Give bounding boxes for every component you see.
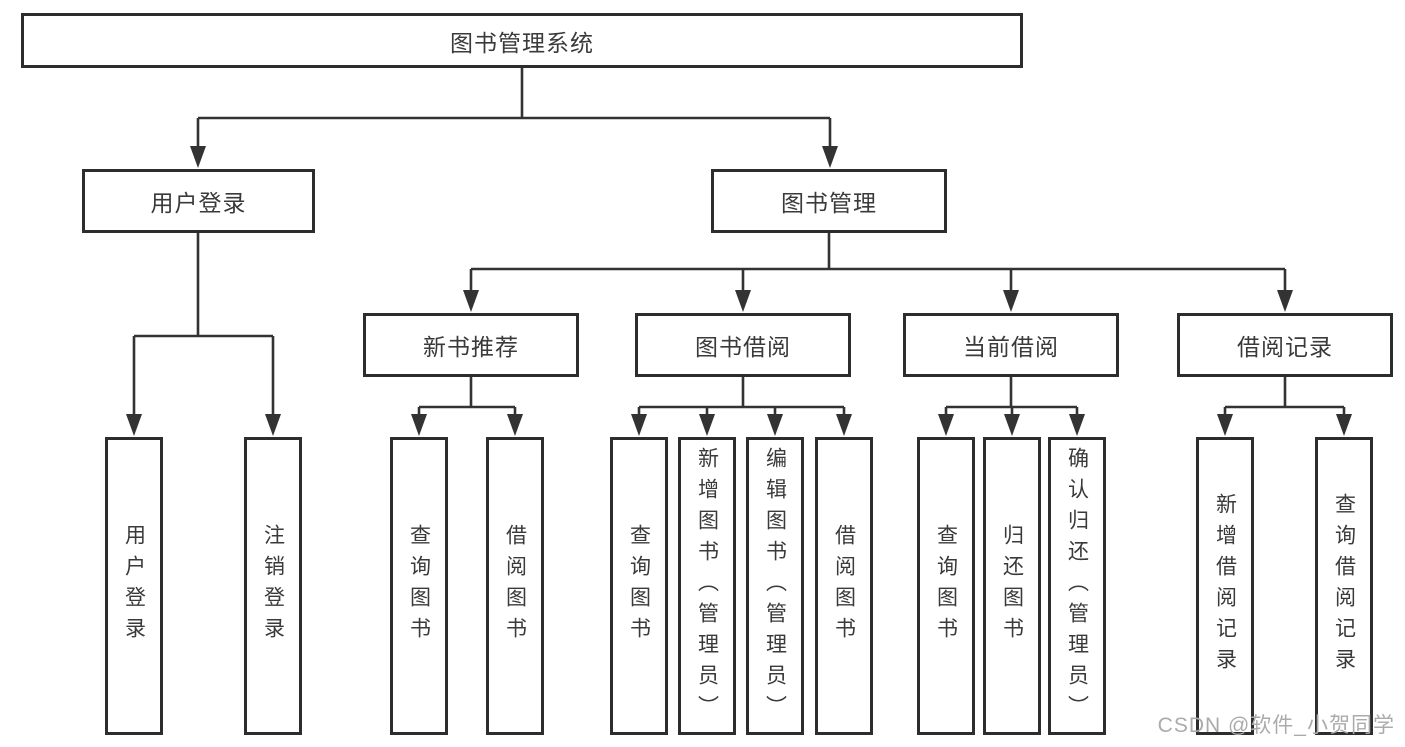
node-label: 查询图书: [627, 524, 651, 648]
leaf-return-books: 归还图书: [983, 437, 1041, 735]
node-book-borrow: 图书借阅: [635, 313, 851, 377]
node-label: 查询图书: [934, 524, 958, 648]
node-borrow-records: 借阅记录: [1177, 313, 1393, 377]
leaf-edit-books-admin: 编辑图书（管理员）: [746, 437, 804, 735]
node-label: 用户登录: [122, 524, 146, 648]
node-book-management: 图书管理: [711, 169, 947, 233]
node-label: 归还图书: [1000, 524, 1024, 648]
node-current-borrow: 当前借阅: [903, 313, 1119, 377]
node-label: 确认归还（管理员）: [1065, 446, 1089, 726]
leaf-borrow-books-1: 借阅图书: [486, 437, 544, 735]
node-label: 用户登录: [150, 190, 247, 216]
leaf-confirm-return-admin: 确认归还（管理员）: [1048, 437, 1106, 735]
leaf-query-books-3: 查询图书: [917, 437, 975, 735]
leaf-user-login: 用户登录: [105, 437, 163, 735]
node-label: 借阅记录: [1237, 334, 1333, 360]
node-label: 新增图书（管理员）: [695, 446, 719, 726]
node-label: 注销登录: [261, 524, 285, 648]
leaf-query-borrow-record: 查询借阅记录: [1315, 437, 1373, 735]
node-library-management-system: 图书管理系统: [21, 13, 1023, 68]
node-label: 新书推荐: [423, 334, 519, 360]
node-label: 编辑图书（管理员）: [763, 446, 787, 726]
node-label: 图书管理: [781, 190, 877, 216]
node-new-book-recommend: 新书推荐: [363, 313, 579, 377]
leaf-borrow-books-2: 借阅图书: [815, 437, 873, 735]
node-label: 借阅图书: [503, 524, 527, 648]
node-label: 当前借阅: [963, 334, 1059, 360]
node-label: 查询图书: [407, 524, 431, 648]
leaf-add-books-admin: 新增图书（管理员）: [678, 437, 736, 735]
leaf-add-borrow-record: 新增借阅记录: [1196, 437, 1254, 735]
node-user-login-branch: 用户登录: [82, 169, 315, 233]
leaf-query-books-2: 查询图书: [610, 437, 668, 735]
node-label: 查询借阅记录: [1332, 493, 1356, 679]
node-label: 新增借阅记录: [1213, 493, 1237, 679]
leaf-logout: 注销登录: [244, 437, 302, 735]
node-label: 图书管理系统: [450, 29, 594, 56]
node-label: 图书借阅: [695, 334, 791, 360]
csdn-watermark: CSDN @软件_小贺同学: [1157, 714, 1395, 737]
arrowheads: [126, 146, 1352, 436]
node-label: 借阅图书: [832, 524, 856, 648]
leaf-query-books-1: 查询图书: [390, 437, 448, 735]
